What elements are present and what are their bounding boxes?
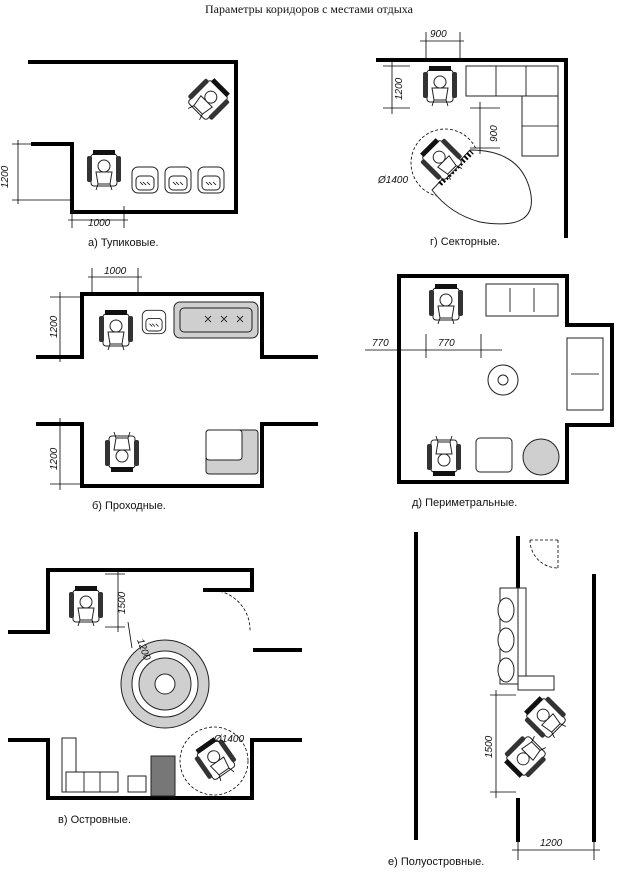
plan-v-island [8,568,302,800]
wheelchair-icon [426,435,462,477]
wheelchair-icon [428,283,464,325]
dim-d-770-left: 770 [372,338,389,349]
dim-v-1500: 1500 [117,591,128,614]
dim-g-1400: Ø1400 [377,175,408,186]
wheelchair-icon [86,149,122,191]
caption-a: а) Тупиковые. [88,237,159,249]
plant-icon [522,438,560,476]
armchair-icon [131,166,159,194]
wheelchair-icon [98,309,134,351]
dim-g-900-side: 900 [489,125,500,142]
wheelchair-icon [499,729,553,783]
dim-b-1200-top: 1200 [49,315,60,338]
cabinet-icon [150,755,176,797]
dim-g-900-top: 900 [430,29,447,40]
wheelchair-icon [68,585,104,627]
armchair-icon [164,166,192,194]
wheelchair-icon [181,73,235,127]
sheet-title: Параметры коридоров с местами отдыха [205,2,413,16]
dim-a-1200: 1200 [0,165,11,188]
armchair-icon [197,166,225,194]
plan-b-bottom [36,418,318,490]
caption-d: д) Периметральные. [412,497,518,509]
dim-a-1000: 1000 [88,218,111,229]
dim-g-1200: 1200 [394,77,405,100]
dim-b-1000: 1000 [104,266,127,277]
armchair-icon [127,775,147,793]
plan-e-peninsula [414,532,600,860]
caption-e: е) Полуостровные. [388,856,485,868]
armchair-icon [475,437,513,473]
sofa-icon [566,337,604,411]
sofa-icon [465,65,559,157]
caption-g: г) Секторные. [430,236,501,248]
caption-b: б) Проходные. [92,500,166,512]
dim-e-1200: 1200 [540,838,563,849]
plan-g-sector [376,32,568,238]
wheelchair-icon [104,431,140,473]
bench-icon [497,587,555,691]
round-bench-icon [120,639,210,729]
plan-b-top [36,268,318,362]
armchair-icon [141,309,167,335]
plan-a-dead-end [12,60,238,228]
caption-v: в) Островные. [58,814,131,826]
wheelchair-icon [422,65,458,107]
plan-d-perimeter [365,274,614,484]
dim-b-1200-bottom: 1200 [49,447,60,470]
dim-d-770-right: 770 [438,338,455,349]
dim-v-1400: Ø1400 [213,734,244,745]
sofa-icon [485,283,559,317]
dim-e-1500: 1500 [484,735,495,758]
sofa-icon [61,737,119,793]
